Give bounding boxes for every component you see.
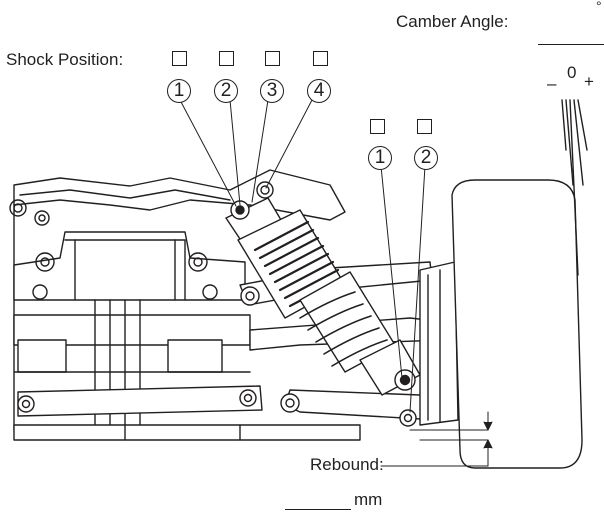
camber-zero-mark: 0: [567, 63, 577, 82]
camber-degree-unit: °: [596, 0, 602, 14]
wheel: [451, 179, 583, 469]
lower-position-leaders: [380, 165, 426, 413]
rebound-label: Rebound:: [310, 455, 384, 474]
shock-position-1-checkbox[interactable]: [172, 51, 187, 66]
lower-mount-1-marker: 1: [368, 146, 392, 170]
steering-link: [17, 385, 263, 417]
lower-mount-1-checkbox[interactable]: [370, 119, 385, 134]
shock-position-3-marker: 3: [260, 79, 284, 103]
shock-position-4-checkbox[interactable]: [313, 51, 328, 66]
shock-position-2-marker: 2: [214, 79, 238, 103]
camber-gauge: [561, 99, 588, 276]
shock-absorber: [225, 181, 421, 396]
camber-angle-label: Camber Angle:: [396, 12, 509, 31]
rebound-dimension: [380, 411, 493, 467]
shock-position-1-marker: 1: [167, 79, 191, 103]
shock-position-2-checkbox[interactable]: [219, 51, 234, 66]
upper-position-leaders: [179, 99, 313, 207]
rebound-unit: mm: [354, 490, 383, 509]
camber-angle-input-line[interactable]: [538, 44, 604, 45]
hub-carrier: [399, 261, 459, 427]
shock-position-label: Shock Position:: [6, 50, 124, 69]
shock-position-3-checkbox[interactable]: [265, 51, 280, 66]
shock-position-4-marker: 4: [307, 79, 331, 103]
lower-mount-2-marker: 2: [414, 146, 438, 170]
camber-plus-sign: +: [584, 72, 594, 91]
bulkhead: [13, 231, 361, 441]
camber-minus-sign: –: [547, 74, 557, 93]
lower-mount-2-checkbox[interactable]: [417, 119, 432, 134]
rebound-input-line[interactable]: [285, 509, 351, 510]
